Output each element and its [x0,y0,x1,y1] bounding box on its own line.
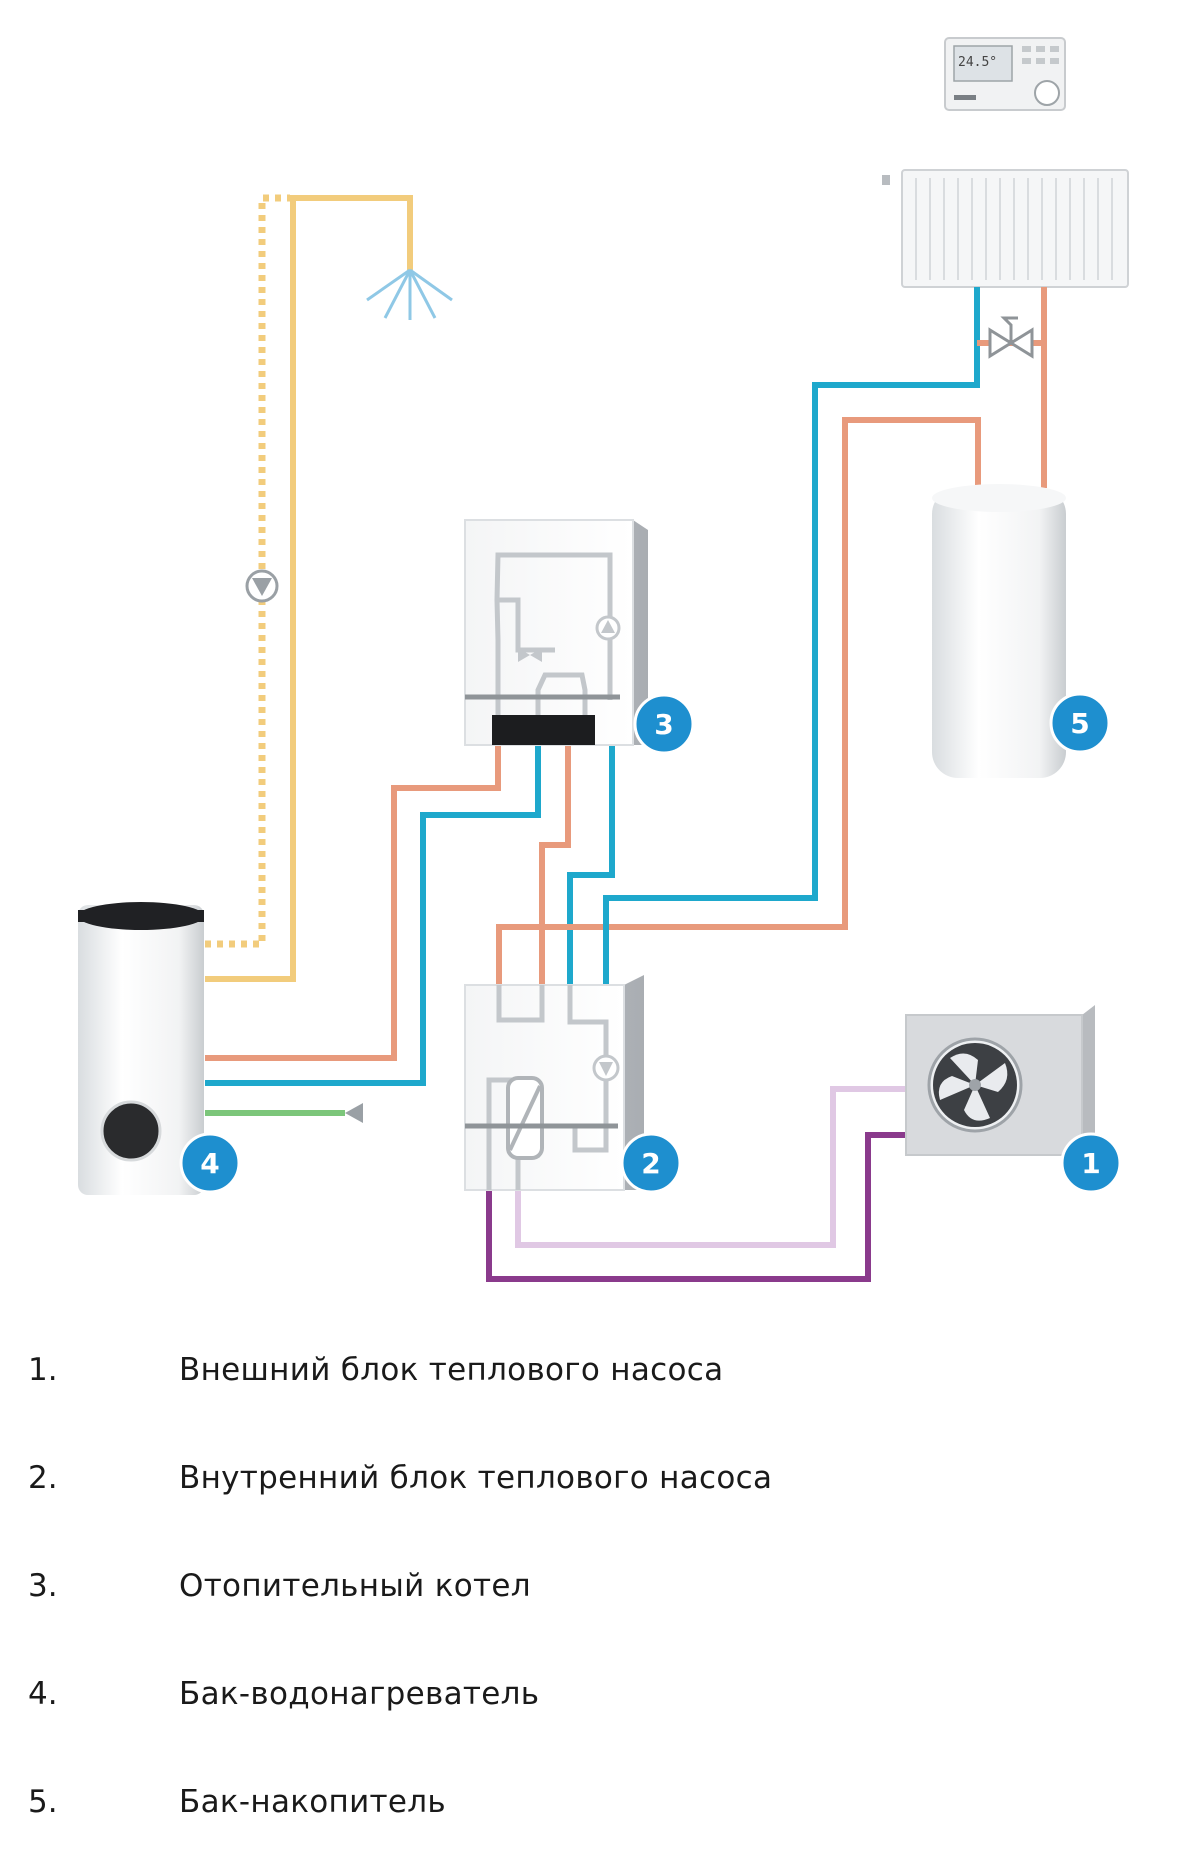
indoor-heat-pump-unit [464,975,644,1191]
tank4-hot-pipe [205,745,501,1061]
thermostat-display: 24.5° [958,55,997,70]
water-heater-tank [78,902,204,1195]
legend-item-number: 3. [28,1568,58,1604]
legend-item-number: 5. [28,1784,58,1820]
buffer-tank [932,484,1066,778]
radiator-return-pipe [603,287,980,985]
tank4-cold-pipe [205,745,541,1086]
buffer-hot-pipe [496,417,981,985]
thermostat-controller: 24.5° [944,37,1066,111]
badge-2-label: 2 [641,1147,660,1180]
badge-5-label: 5 [1070,707,1089,740]
radiator [882,169,1129,288]
outdoor-heat-pump-unit [905,1005,1095,1156]
legend-item-label: Бак-накопитель [179,1784,446,1820]
legend-item: 3. Отопительный котел [0,1568,1192,1628]
legend-item-label: Внешний блок теплового насоса [179,1352,724,1388]
badge-4: 4 [179,1132,241,1194]
dhw-supply-pipe [205,195,413,982]
heat-pump-system-diagram: 24.5° [78,37,1129,1282]
badge-1-label: 1 [1081,1147,1100,1180]
legend-item-number: 2. [28,1460,58,1496]
badge-5: 5 [1049,692,1111,754]
badge-1: 1 [1060,1132,1122,1194]
legend-item: 5. Бак-накопитель [0,1784,1192,1844]
boiler-unit [464,519,648,746]
legend-item-label: Отопительный котел [179,1568,531,1604]
badge-4-label: 4 [200,1147,219,1180]
legend-item: 4. Бак-водонагреватель [0,1676,1192,1736]
legend-item: 1. Внешний блок теплового насоса [0,1352,1192,1412]
legend-item: 2. Внутренний блок теплового насоса [0,1460,1192,1520]
legend-item-number: 1. [28,1352,58,1388]
radiator-valve-icon [988,316,1034,359]
cold-water-inlet-arrow-icon [345,1103,363,1123]
refrigerant-gas-pipe [515,1086,906,1248]
circulation-pump-icon [245,569,279,603]
shower-head-icon [366,268,453,320]
dhw-circulation-pipe [205,194,290,948]
badge-2: 2 [620,1132,682,1194]
refrigerant-liquid-pipe [486,1132,906,1282]
badge-3: 3 [633,693,695,755]
pipes [205,194,1047,1282]
boiler-indoor-hot-pipe [539,745,571,985]
legend-item-label: Бак-водонагреватель [179,1676,540,1712]
badge-3-label: 3 [654,708,673,741]
legend-item-label: Внутренний блок теплового насоса [179,1460,773,1496]
legend-item-number: 4. [28,1676,58,1712]
